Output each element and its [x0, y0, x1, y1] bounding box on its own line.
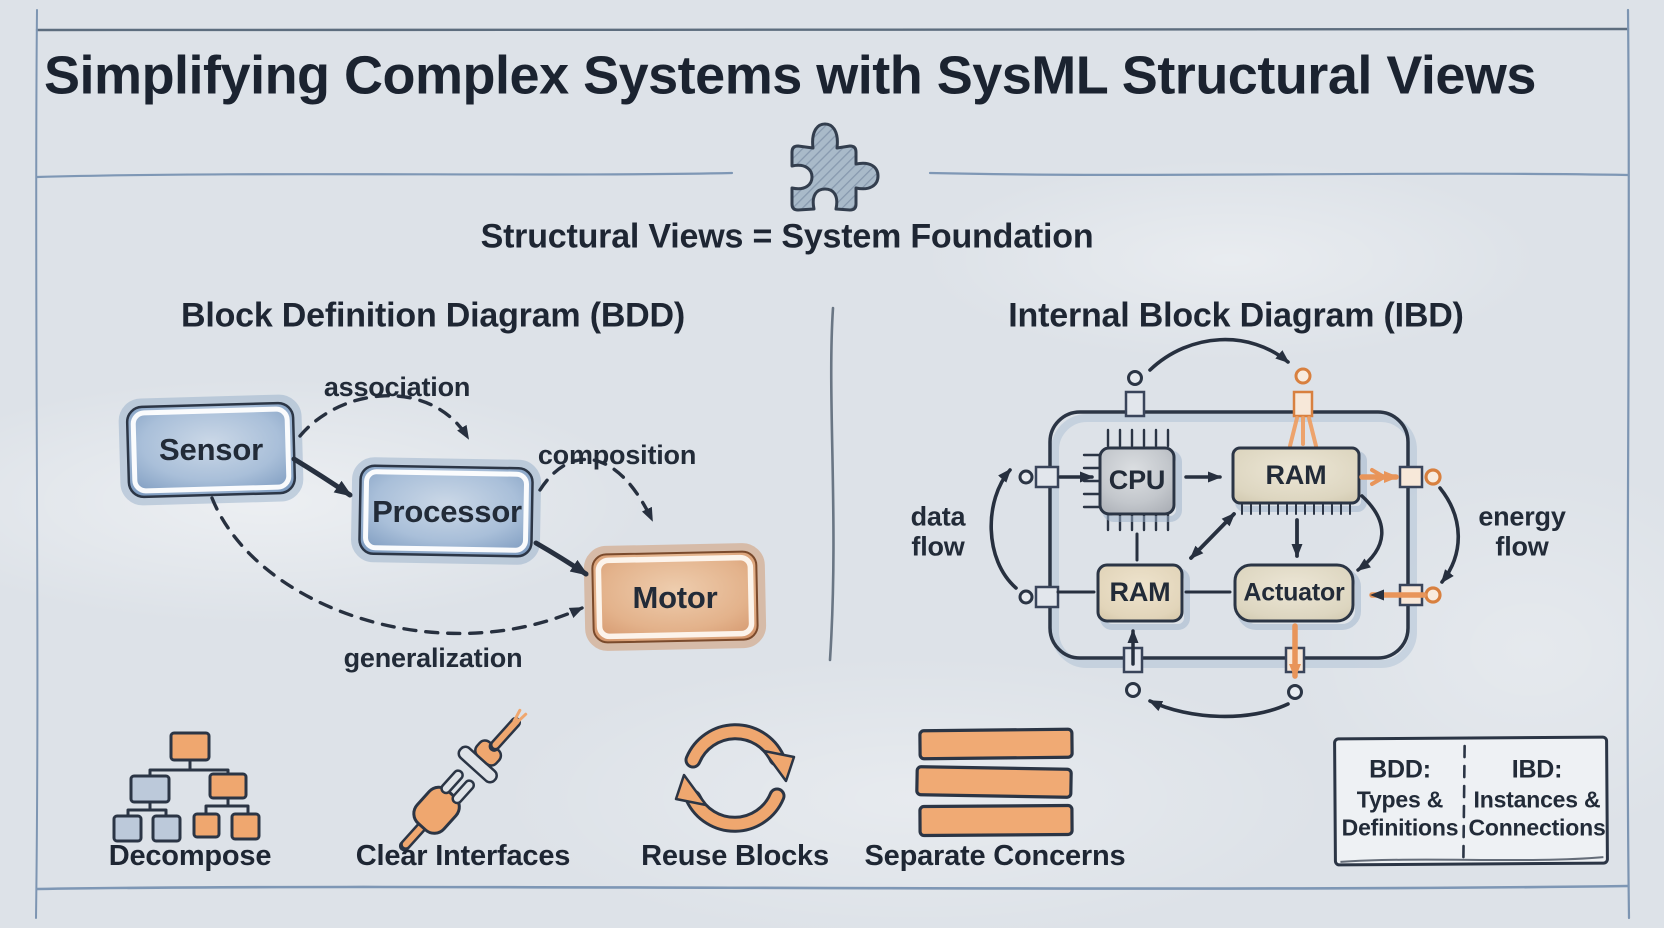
legend-ibd-column: IBD: Instances & Connections	[1468, 755, 1605, 842]
bdd-block-motor-label: Motor	[632, 579, 718, 615]
frame-lines	[35, 8, 1631, 920]
energy-flow-label: energy flow	[1478, 501, 1566, 561]
ibd-block-ram-bottom	[1096, 563, 1190, 630]
ibd-arc-ram-actuator	[1356, 494, 1384, 572]
energy-flow-line1: energy	[1478, 501, 1566, 532]
ibd-block-actuator	[1233, 563, 1361, 630]
ibd-port-left-top	[1018, 465, 1060, 489]
ibd-port-right-bottom	[1398, 583, 1442, 607]
ibd-block-actuator-label: Actuator	[1243, 578, 1345, 607]
data-flow-arrow	[989, 468, 1018, 590]
legend-box	[1333, 735, 1609, 867]
ibd-arc-bottom	[1148, 699, 1290, 719]
bdd-block-processor	[351, 457, 542, 565]
bdd-heading: Block Definition Diagram (BDD)	[180, 296, 686, 335]
ibd-block-cpu-label: CPU	[1108, 465, 1166, 496]
legend-ibd-line2: Connections	[1468, 814, 1606, 841]
legend-bdd-line1: Types &	[1356, 786, 1444, 813]
ibd-block-ram-bottom-label: RAM	[1109, 577, 1171, 608]
ibd-arc-top	[1148, 337, 1290, 372]
layers-icon	[915, 727, 1074, 838]
ibd-port-top-left	[1124, 370, 1146, 418]
ibd-orange-chevron	[1370, 468, 1388, 486]
main-title: Simplifying Complex Systems with SysML S…	[44, 45, 1536, 106]
legend-ibd-line1: Instances &	[1473, 786, 1601, 813]
energy-flare-icon	[1288, 416, 1318, 448]
data-flow-line2: flow	[911, 531, 965, 561]
data-flow-line1: data	[910, 501, 966, 532]
association-label: association	[323, 372, 471, 403]
bdd-block-processor-label: Processor	[372, 493, 522, 529]
ibd-port-left-bottom	[1018, 585, 1060, 609]
legend-bdd-line2: Definitions	[1341, 814, 1459, 841]
ibd-block-cpu	[1082, 428, 1182, 532]
ibd-heading: Internal Block Diagram (IBD)	[1008, 296, 1464, 335]
bdd-block-sensor-label: Sensor	[159, 431, 263, 467]
ibd-port-right-top	[1398, 465, 1442, 489]
composition-label: composition	[537, 440, 697, 471]
benefit-label-decompose: Decompose	[108, 840, 272, 873]
composition-arrow	[538, 457, 654, 522]
ibd-port-top-right	[1288, 367, 1318, 448]
data-flow-label: data flow	[911, 502, 966, 561]
generalization-label: generalization	[343, 643, 523, 674]
ibd-arrow-ram-ram	[1189, 512, 1236, 560]
benefit-label-reuse-blocks: Reuse Blocks	[641, 840, 829, 873]
legend-bdd-column: BDD: Types & Definitions	[1342, 755, 1459, 842]
ibd-diagram	[989, 337, 1460, 719]
ibd-boundary	[1048, 410, 1410, 660]
bdd-block-motor	[583, 543, 767, 651]
association-arrow	[298, 394, 470, 440]
puzzle-icon	[790, 122, 880, 212]
legend-ibd-title: IBD:	[1511, 755, 1563, 784]
energy-flow-arrow	[1438, 486, 1460, 584]
recycle-icon	[674, 723, 796, 833]
energy-flow-line2: flow	[1495, 531, 1549, 561]
section-divider	[828, 306, 835, 662]
hierarchy-icon	[112, 731, 261, 843]
bdd-arrow-sensor-processor	[291, 456, 353, 498]
bdd-diagram	[118, 394, 767, 651]
benefit-label-clear-interfaces: Clear Interfaces	[355, 840, 571, 873]
subtitle: Structural Views = System Foundation	[480, 217, 1094, 256]
plug-icon	[398, 708, 528, 852]
legend-bdd-title: BDD:	[1369, 755, 1431, 784]
benefit-label-separate-concerns: Separate Concerns	[864, 840, 1126, 873]
bdd-arrow-processor-motor	[533, 540, 589, 577]
ibd-block-ram-top	[1231, 446, 1367, 515]
ibd-block-ram-top-label: RAM	[1265, 460, 1327, 491]
generalization-arrow	[210, 496, 584, 636]
